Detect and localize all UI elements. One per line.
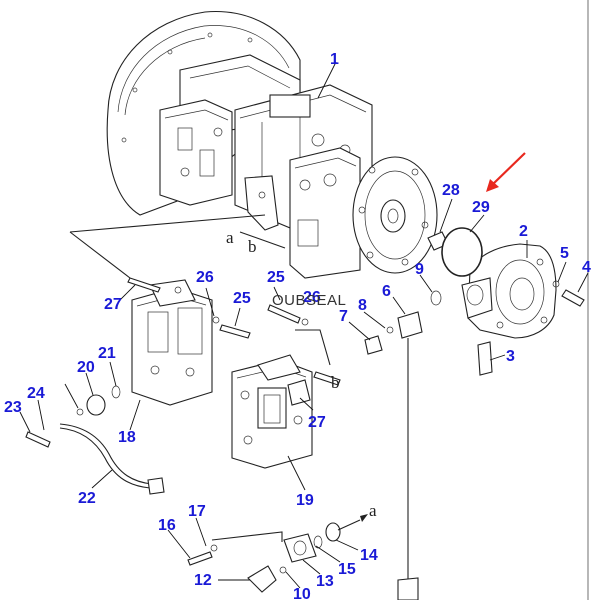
connector-a-bottom: a <box>369 501 377 520</box>
callout-26-left: 26 <box>196 269 214 286</box>
callout-14: 14 <box>360 547 378 564</box>
highlight-arrow <box>486 152 526 192</box>
callout-23: 23 <box>4 399 22 416</box>
valve-block-18 <box>131 279 213 406</box>
callout-29: 29 <box>472 199 490 216</box>
control-valve-19 <box>231 354 313 469</box>
callout-27-left: 27 <box>104 296 122 313</box>
callout-6: 6 <box>382 283 391 300</box>
callout-24: 24 <box>27 385 45 402</box>
callout-16: 16 <box>158 517 176 534</box>
callout-27-right: 27 <box>308 414 326 431</box>
callout-3: 3 <box>506 348 515 365</box>
gear-pump-assembly <box>461 243 557 339</box>
callout-labels: 1 2 3 4 5 6 7 8 9 10 12 13 14 15 16 17 1… <box>4 51 591 600</box>
small-components <box>25 227 585 600</box>
callout-22: 22 <box>78 490 96 507</box>
callout-5: 5 <box>560 245 569 262</box>
callout-2: 2 <box>519 223 528 240</box>
callout-1: 1 <box>330 51 339 68</box>
callout-7: 7 <box>339 308 348 325</box>
watermark-text: OUBSEAL <box>272 292 346 309</box>
main-pump-assembly <box>106 10 438 279</box>
callout-4: 4 <box>582 259 591 276</box>
callout-10: 10 <box>293 586 311 600</box>
callout-25-lower: 25 <box>233 290 251 307</box>
callout-19: 19 <box>296 492 314 509</box>
callout-21: 21 <box>98 345 116 362</box>
callout-20: 20 <box>77 359 95 376</box>
callout-18: 18 <box>118 429 136 446</box>
callout-8: 8 <box>358 297 367 314</box>
callout-12: 12 <box>194 572 212 589</box>
callout-9: 9 <box>415 261 424 278</box>
callout-15: 15 <box>338 561 356 578</box>
connector-a-top: a <box>226 228 234 247</box>
callout-28: 28 <box>442 182 460 199</box>
connection-lines <box>69 214 368 542</box>
connector-b-top: b <box>248 237 257 256</box>
leader-lines <box>19 61 589 589</box>
connector-letters: a b b a <box>226 228 377 520</box>
callout-26-right: 26 <box>303 289 321 306</box>
callout-13: 13 <box>316 573 334 590</box>
callout-17: 17 <box>188 503 206 520</box>
connector-b-mid: b <box>331 373 340 392</box>
callout-25-upper: 25 <box>267 269 285 286</box>
